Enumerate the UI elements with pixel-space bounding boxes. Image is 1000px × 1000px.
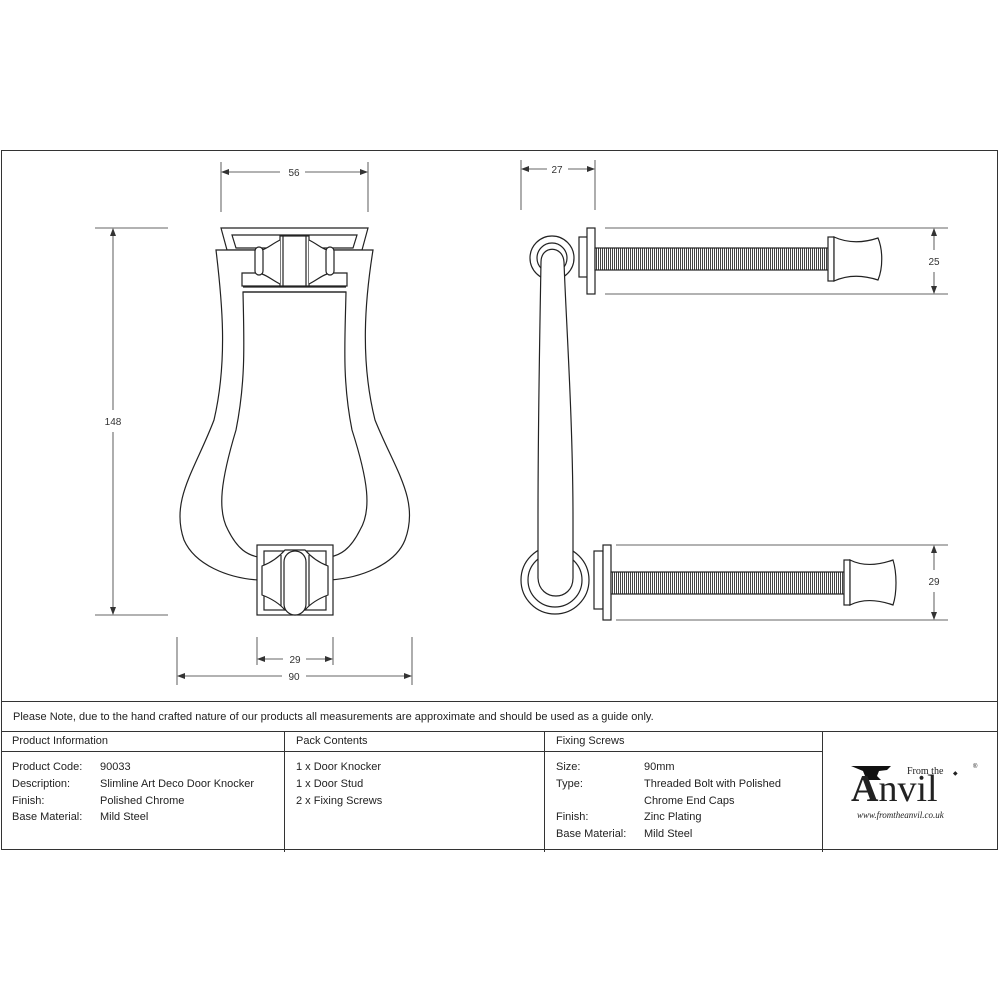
logo-section: From the ◆ Anvil ® www.fromtheanvil.co.u… (823, 732, 998, 852)
pack-item: 1 x Door Stud (296, 777, 364, 790)
label: Product Code: (12, 761, 83, 773)
registered-mark: ® (973, 764, 978, 770)
product-information-heading: Product Information (1, 732, 284, 752)
label: Base Material: (12, 811, 83, 824)
size-value: 90mm (644, 761, 675, 773)
pack-contents-heading: Pack Contents (285, 732, 544, 752)
label (556, 793, 644, 810)
pack-item: 2 x Fixing Screws (296, 794, 383, 807)
screw-base-material-row: Base Material: Mild Steel (556, 826, 822, 843)
base-material-row: Base Material: Mild Steel (12, 809, 284, 826)
anvil-icon (851, 766, 891, 780)
screw-finish-row: Finish: Zinc Plating (556, 809, 822, 826)
technical-drawing: 56 148 29 90 (95, 160, 948, 685)
dim-148: 148 (105, 417, 122, 428)
from-the-anvil-logo: From the ◆ Anvil ® www.fromtheanvil.co.u… (851, 762, 981, 822)
dim-25: 25 (928, 257, 940, 268)
product-code-row: Product Code: 90033 (12, 759, 284, 776)
pack-contents-section: Pack Contents 1 x Door Knocker 1 x Door … (285, 732, 545, 852)
type-value-continued: Chrome End Caps (644, 794, 735, 807)
description-value: Slimline Art Deco Door Knocker (100, 777, 255, 790)
fixing-screws-section: Fixing Screws Size: 90mm Type: Threaded Bo… (545, 732, 823, 852)
label: Description: (12, 777, 71, 790)
type-value: Threaded Bolt with Polished (644, 777, 781, 790)
label: Finish: (556, 811, 589, 824)
label: Size: (556, 761, 581, 773)
type-row: Type: Threaded Bolt with Polished (556, 776, 822, 793)
info-table: Product Information Product Code: 90033 D… (1, 731, 998, 852)
front-view (179, 227, 411, 616)
pack-item: 1 x Door Knocker (296, 761, 381, 773)
description-row: Description: Slimline Art Deco Door Knock… (12, 776, 284, 793)
side-view (520, 227, 897, 621)
screw-base-material-value: Mild Steel (644, 828, 693, 841)
logo-dot-icon: ◆ (953, 771, 958, 777)
dim-90: 90 (288, 672, 300, 683)
finish-row: Finish: Polished Chrome (12, 793, 284, 810)
dim-29-side: 29 (928, 577, 940, 588)
logo-letter-a: A (851, 768, 879, 810)
dim-27: 27 (551, 165, 563, 176)
product-code-value: 90033 (100, 761, 131, 773)
logo-wordmark: Anvil (851, 770, 938, 808)
label: Base Material: (556, 828, 627, 841)
side-dimensions (520, 160, 948, 621)
logo-from-the: From the (907, 766, 944, 777)
screw-finish-value: Zinc Plating (644, 811, 702, 824)
size-row: Size: 90mm (556, 759, 822, 776)
dim-56: 56 (288, 168, 300, 179)
dim-29-front: 29 (289, 655, 301, 666)
type-row-continued: Chrome End Caps (556, 793, 822, 810)
product-information-section: Product Information Product Code: 90033 D… (1, 732, 285, 852)
label: Type: (556, 777, 583, 790)
drawing-sheet (1, 150, 998, 850)
logo-url: www.fromtheanvil.co.uk (857, 810, 944, 820)
base-material-value: Mild Steel (100, 811, 149, 824)
finish-value: Polished Chrome (100, 794, 185, 807)
measurement-note: Please Note, due to the hand crafted nat… (1, 701, 998, 731)
label: Finish: (12, 794, 45, 807)
logo-letters-nvil: nvil (878, 768, 938, 810)
front-dimensions (95, 162, 413, 685)
fixing-screws-heading: Fixing Screws (545, 732, 822, 752)
